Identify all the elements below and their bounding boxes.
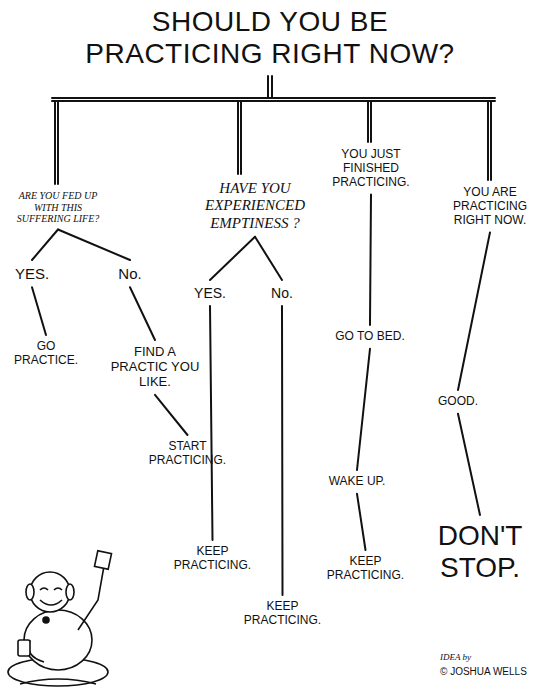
- step-text: DON'T STOP.: [425, 520, 535, 584]
- step-text: GOOD.: [428, 395, 488, 409]
- flow-step: FIND A PRACTIC YOU LIKE.: [105, 345, 205, 390]
- flow-line: [58, 230, 130, 261]
- flow-step: KEEP PRACTICING.: [165, 545, 260, 573]
- flow-line: [210, 237, 255, 280]
- flow-line: [130, 287, 155, 340]
- flow-line: [155, 395, 188, 435]
- flow-line: [370, 194, 371, 325]
- step-text: HAVE YOU EXPERIENCED EMPTINESS ?: [180, 180, 330, 232]
- flow-step: YES.: [12, 265, 52, 282]
- step-text: FIND A PRACTIC YOU LIKE.: [105, 345, 205, 390]
- step-text: No.: [110, 265, 150, 282]
- flow-step: GO PRACTICE.: [10, 340, 82, 368]
- flow-line: [458, 414, 480, 515]
- flow-step: ARE YOU FED UP WITH THIS SUFFERING LIFE?: [8, 190, 108, 225]
- step-text: WAKE UP.: [322, 475, 392, 489]
- credit-note: © JOSHUA WELLS: [440, 666, 527, 677]
- flow-step: YOU JUST FINISHED PRACTICING.: [330, 148, 412, 189]
- step-text: KEEP PRACTICING.: [165, 545, 260, 573]
- flow-step: KEEP PRACTICING.: [235, 600, 330, 628]
- flow-step: START PRACTICING.: [140, 440, 235, 468]
- page-title: SHOULD YOU BE PRACTICING RIGHT NOW?: [70, 6, 470, 70]
- flow-step: YOU ARE PRACTICING RIGHT NOW.: [445, 186, 535, 227]
- flow-line: [357, 494, 366, 550]
- step-text: KEEP PRACTICING.: [318, 555, 413, 583]
- flow-step: KEEP PRACTICING.: [318, 555, 413, 583]
- flow-step: GO TO BED.: [335, 330, 405, 344]
- step-text: ARE YOU FED UP WITH THIS SUFFERING LIFE?: [8, 190, 108, 225]
- step-text: START PRACTICING.: [140, 440, 235, 468]
- step-text: YES.: [190, 285, 230, 301]
- flow-line: [32, 230, 58, 261]
- step-text: YOU JUST FINISHED PRACTICING.: [330, 148, 412, 189]
- flow-line: [357, 349, 370, 470]
- flow-line: [281, 306, 284, 595]
- step-text: YES.: [12, 265, 52, 282]
- step-text: No.: [262, 285, 302, 301]
- step-text: KEEP PRACTICING.: [235, 600, 330, 628]
- flow-step: YES.: [190, 285, 230, 301]
- flow-line: [210, 306, 213, 540]
- flow-line: [458, 232, 490, 390]
- flow-step: No.: [262, 285, 302, 301]
- buddha-illustration: [8, 551, 112, 686]
- tree-trunk: [52, 76, 495, 184]
- flow-step: GOOD.: [428, 395, 488, 409]
- flow-step: No.: [110, 265, 150, 282]
- flow-step: DON'T STOP.: [425, 520, 535, 584]
- step-text: GO PRACTICE.: [10, 340, 82, 368]
- step-text: GO TO BED.: [335, 330, 405, 344]
- flow-line: [255, 237, 282, 280]
- flow-step: HAVE YOU EXPERIENCED EMPTINESS ?: [180, 180, 330, 232]
- credit-note: IDEA by: [440, 652, 471, 662]
- step-text: YOU ARE PRACTICING RIGHT NOW.: [445, 186, 535, 227]
- flow-line: [32, 287, 46, 335]
- flow-step: WAKE UP.: [322, 475, 392, 489]
